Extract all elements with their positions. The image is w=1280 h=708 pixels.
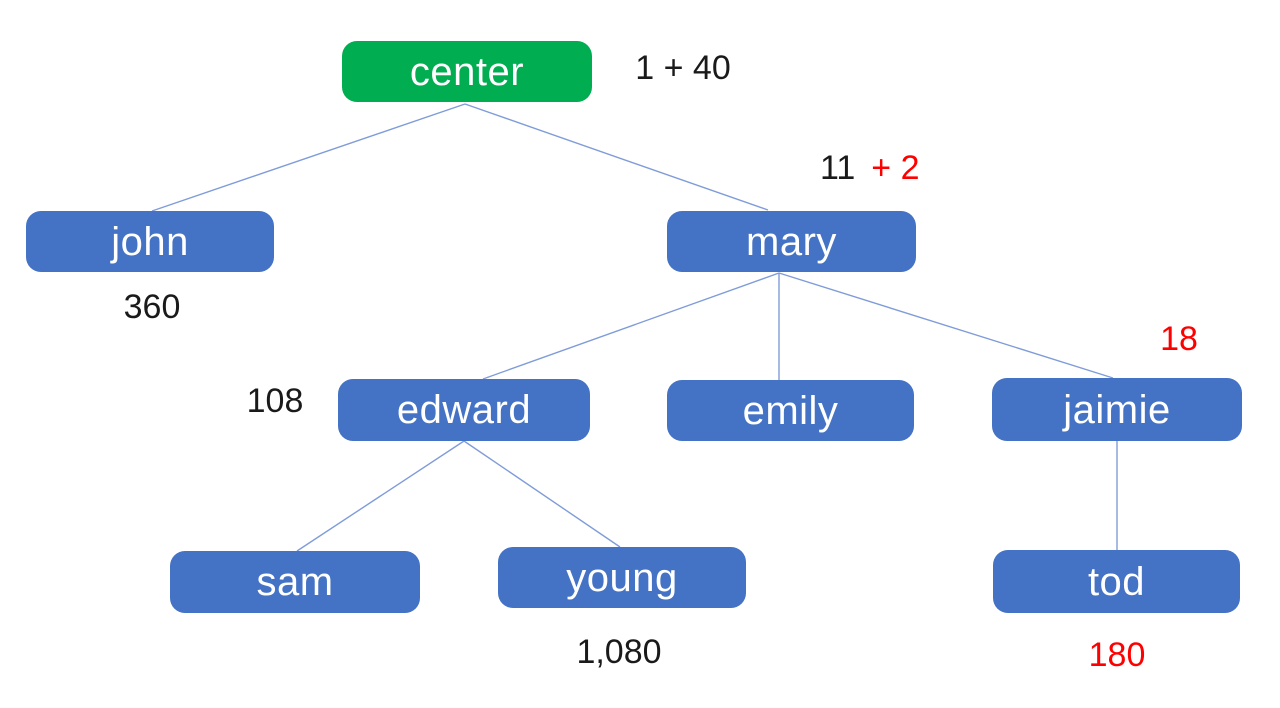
node-mary-label: mary bbox=[746, 219, 837, 264]
connector-mary-edward bbox=[482, 272, 780, 380]
connector-mary-jaimie bbox=[778, 272, 1114, 379]
node-tod: tod bbox=[993, 550, 1240, 613]
connector-edward-sam bbox=[296, 440, 465, 552]
connector-center-mary bbox=[464, 103, 769, 211]
node-young-label: young bbox=[566, 555, 678, 600]
node-jaimie: jaimie bbox=[992, 378, 1242, 441]
annotation-mary-value-black: 11 bbox=[820, 149, 856, 187]
node-center: center bbox=[342, 41, 592, 102]
node-emily: emily bbox=[667, 380, 914, 441]
annotation-jaimie-value: 18 bbox=[1160, 320, 1198, 358]
node-center-label: center bbox=[409, 49, 525, 94]
node-mary: mary bbox=[667, 211, 916, 272]
node-edward: edward bbox=[338, 379, 590, 441]
node-jaimie-label: jaimie bbox=[1063, 387, 1171, 432]
connector-edward-young bbox=[463, 440, 621, 548]
annotation-john-value: 360 bbox=[123, 288, 181, 326]
annotation-mary-value-red: + 2 bbox=[871, 149, 920, 187]
node-tod-label: tod bbox=[1087, 559, 1146, 604]
node-sam-label: sam bbox=[256, 560, 334, 604]
node-emily-label: emily bbox=[742, 388, 839, 433]
annotation-young-value: 1,080 bbox=[576, 633, 662, 671]
node-john: john bbox=[26, 211, 274, 272]
node-edward-label: edward bbox=[396, 388, 532, 432]
connector-center-john bbox=[151, 103, 466, 212]
node-sam: sam bbox=[170, 551, 420, 613]
node-john-label: john bbox=[111, 219, 189, 264]
annotation-center-value: 1 + 40 bbox=[635, 49, 731, 87]
node-young: young bbox=[498, 547, 746, 608]
annotation-edward-value: 108 bbox=[246, 382, 304, 420]
annotation-tod-value: 180 bbox=[1088, 636, 1146, 674]
annotation-mary-value: 11 + 2 bbox=[820, 151, 920, 185]
